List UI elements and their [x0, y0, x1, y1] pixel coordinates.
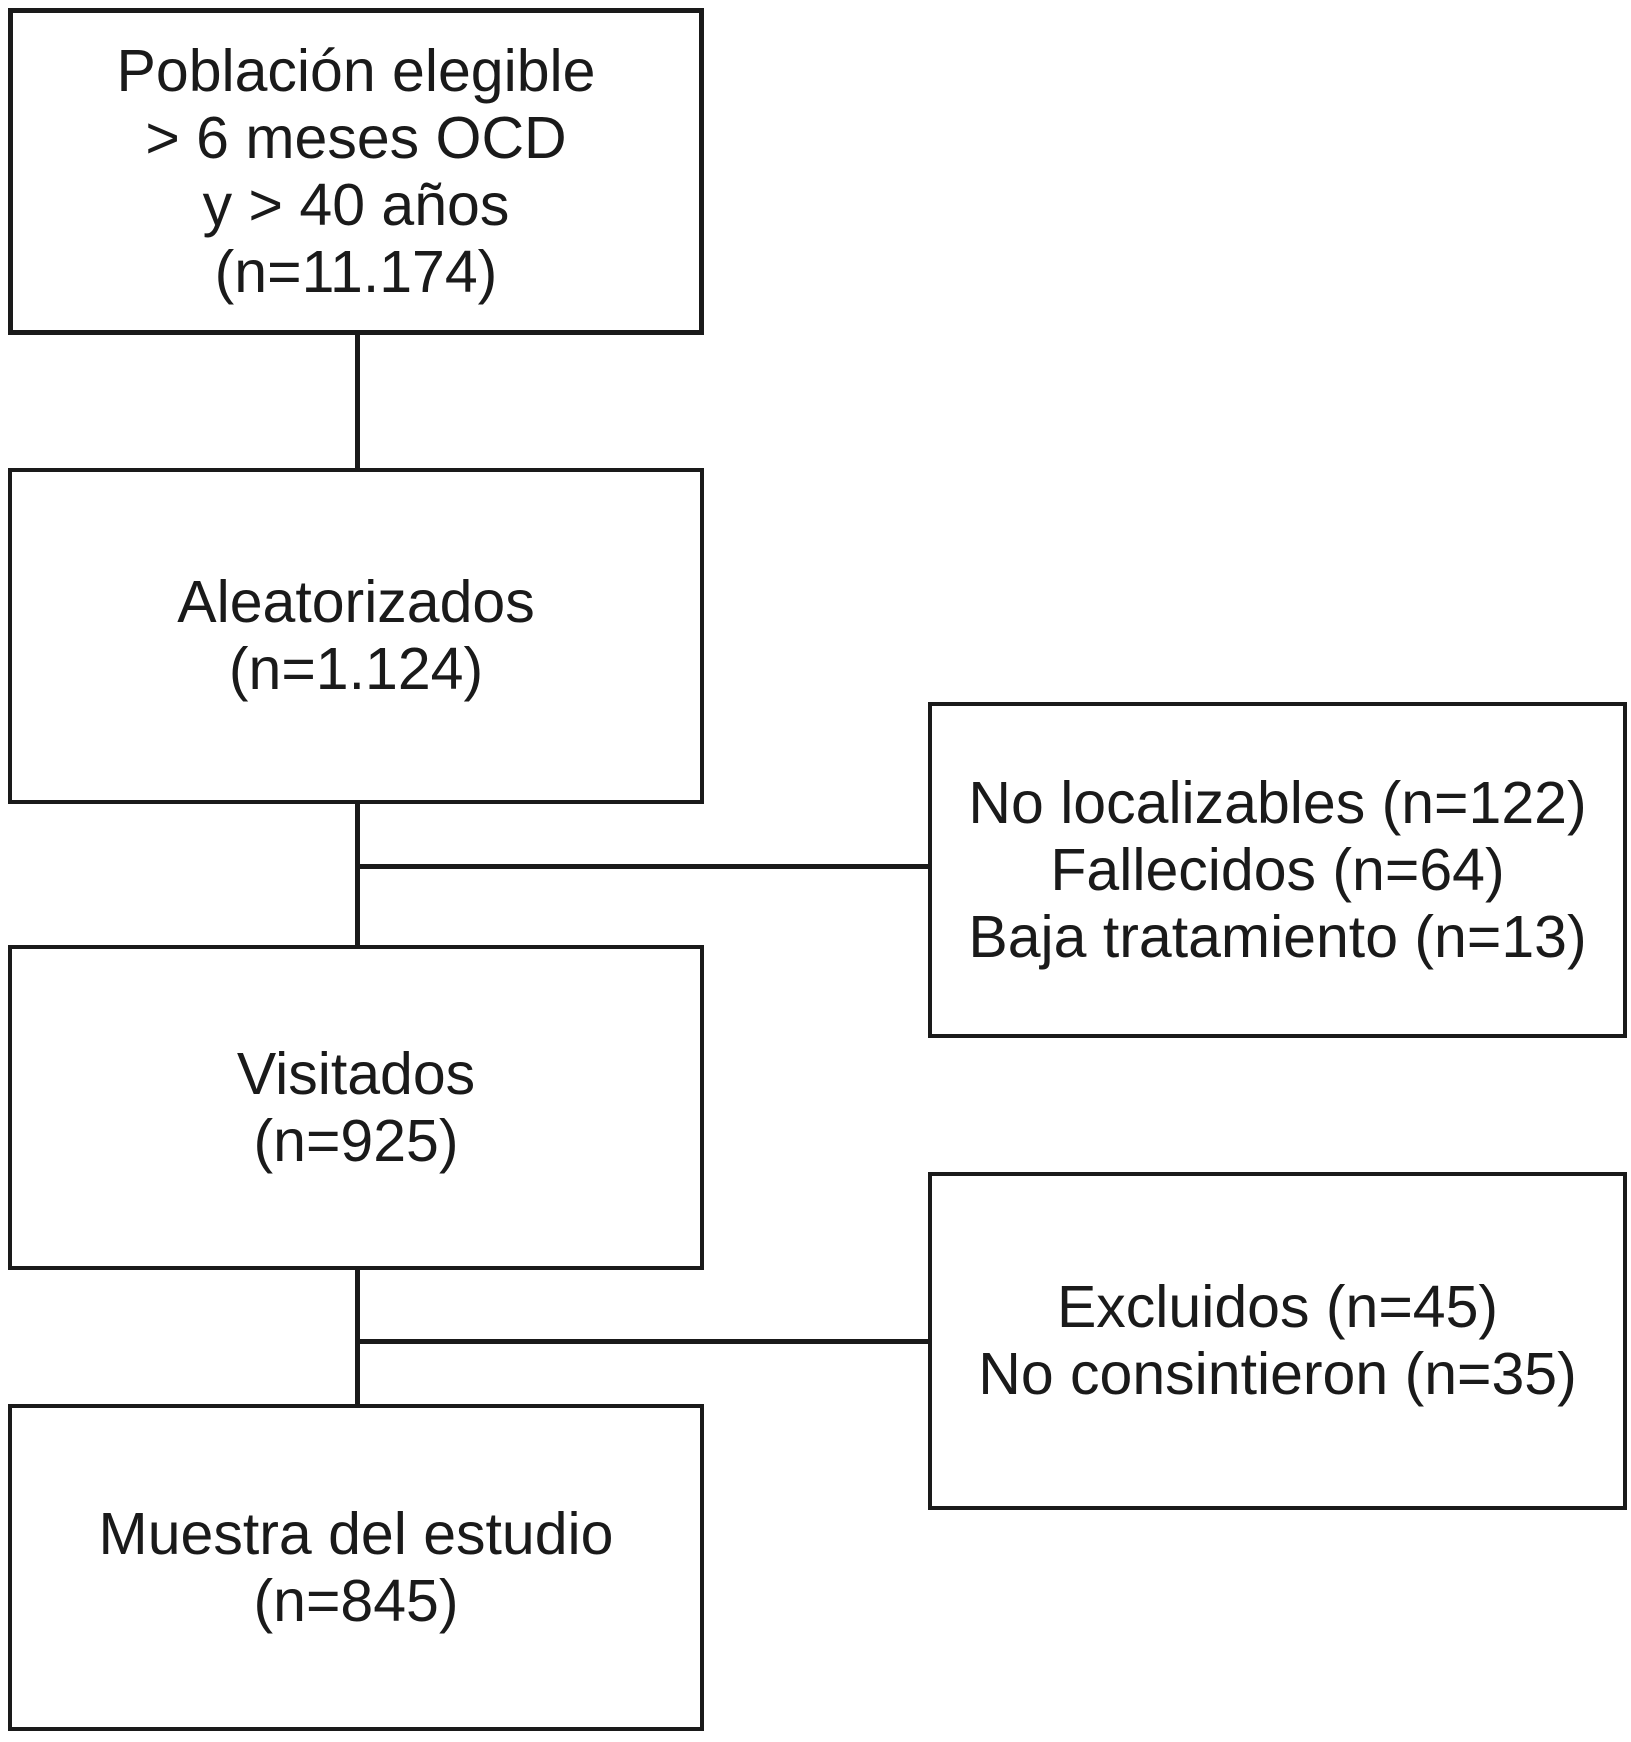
text-line: (n=11.174): [214, 238, 498, 305]
box-poblacion-elegible-text: Población elegible > 6 meses OCD y > 40 …: [117, 38, 596, 306]
box-visitados: Visitados (n=925): [8, 945, 704, 1270]
text-line: (n=925): [253, 1107, 459, 1174]
text-line: No consintieron (n=35): [978, 1341, 1577, 1407]
connector-branch-to-excluded: [357, 1339, 928, 1344]
text-line: No localizables (n=122): [968, 769, 1587, 836]
text-line: Muestra del estudio: [98, 1500, 614, 1567]
connector-randomized-to-visited: [355, 804, 360, 945]
box-aleatorizados: Aleatorizados (n=1.124): [8, 468, 704, 804]
text-line: Población elegible: [116, 37, 596, 104]
text-line: (n=1.124): [228, 636, 484, 702]
connector-eligible-to-randomized: [355, 335, 360, 468]
text-line: Baja tratamiento (n=13): [968, 903, 1587, 970]
text-line: y > 40 años: [202, 171, 510, 238]
text-line: Aleatorizados: [177, 569, 535, 635]
text-line: Excluidos (n=45): [1056, 1274, 1499, 1340]
text-line: > 6 meses OCD: [145, 104, 567, 171]
box-excluidos-text: Excluidos (n=45) No consintieron (n=35): [978, 1274, 1577, 1408]
box-aleatorizados-text: Aleatorizados (n=1.124): [177, 569, 535, 703]
text-line: (n=845): [253, 1567, 459, 1634]
box-visitados-text: Visitados (n=925): [237, 1041, 475, 1175]
box-muestra-del-estudio-text: Muestra del estudio (n=845): [99, 1501, 614, 1635]
connector-visited-to-sample: [355, 1270, 360, 1404]
box-no-localizables: No localizables (n=122) Fallecidos (n=64…: [928, 702, 1627, 1038]
text-line: Visitados: [236, 1040, 476, 1107]
box-no-localizables-text: No localizables (n=122) Fallecidos (n=64…: [968, 770, 1586, 971]
box-excluidos: Excluidos (n=45) No consintieron (n=35): [928, 1172, 1627, 1510]
box-poblacion-elegible: Población elegible > 6 meses OCD y > 40 …: [8, 8, 704, 335]
box-muestra-del-estudio: Muestra del estudio (n=845): [8, 1404, 704, 1731]
text-line: Fallecidos (n=64): [1050, 836, 1505, 903]
connector-branch-to-not-reached: [357, 864, 928, 869]
